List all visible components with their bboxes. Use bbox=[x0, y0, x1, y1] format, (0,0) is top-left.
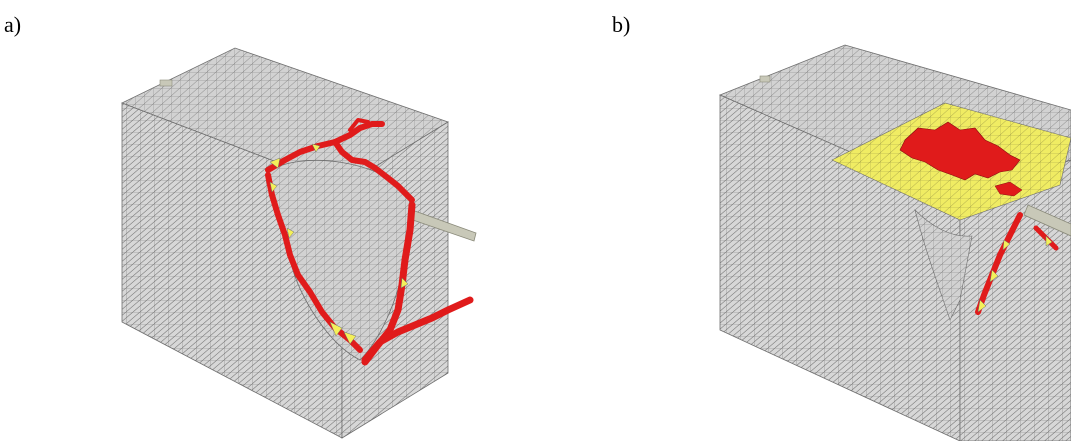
anchor-stub bbox=[759, 75, 771, 83]
panel-label-a: a) bbox=[4, 12, 22, 37]
panel-label-b: b) bbox=[612, 12, 631, 37]
mesh-figure-a bbox=[120, 47, 477, 439]
mesh-figure-b bbox=[718, 44, 1071, 441]
crack-pattern-a bbox=[265, 118, 474, 366]
damage-zone-primary bbox=[899, 121, 1021, 181]
anchor-stub bbox=[159, 79, 173, 87]
anchor-bar bbox=[1023, 204, 1071, 237]
crack-secondary-a bbox=[269, 143, 409, 345]
failure-cone bbox=[914, 209, 973, 321]
damage-zone-primary-tail bbox=[994, 181, 1023, 197]
crack-secondary-b bbox=[977, 235, 1053, 313]
